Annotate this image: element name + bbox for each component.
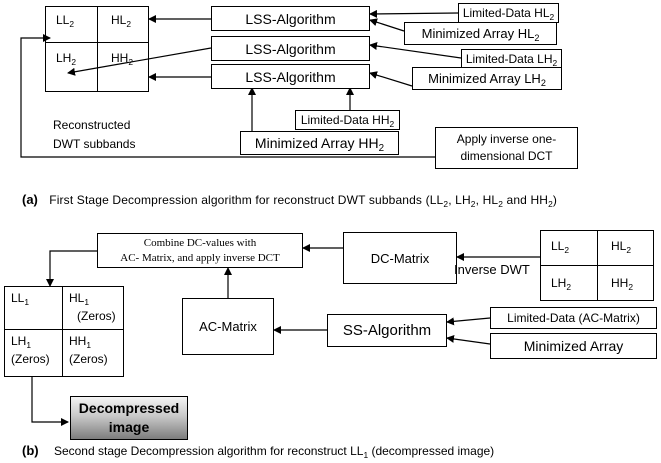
limited-data-hh2-box: Limited-Data HH2 [295,110,400,130]
arrow-minimized-to-ss [446,335,491,345]
arrow-ll1-to-decompressed [31,377,69,426]
cell1-lh1-zeros: (Zeros) [11,352,50,366]
subband-grid-level1: LL1 HL1 (Zeros) LH1 (Zeros) HH1 (Zeros) [4,286,124,377]
arrow-combine-to-ll1 [46,250,97,287]
cell1-hl1: HL1 [69,291,90,307]
limited-data-hl2-box: Limited-Data HL2 [458,3,559,23]
limited-data-ac-box: Limited-Data (AC-Matrix) [490,307,657,329]
arrow-inverse-dct-to-ll2 [20,34,435,158]
ss-algorithm-box: SS-Algorithm [327,314,447,347]
cell1-ll1: LL1 [11,291,30,307]
arrow-minimized-lh2-to-lss3 [369,71,413,87]
dc-matrix-box: DC-Matrix [343,232,457,284]
cell-hh2: HH2 [111,51,134,67]
ac-matrix-box: AC-Matrix [182,298,274,355]
cell-lh2: LH2 [56,51,77,67]
cell2-lh2: LH2 [551,276,572,292]
cell1-lh1: LH1 [11,334,32,350]
cell-hl2: HL2 [111,13,132,29]
reconstructed-label-line1: Reconstructed [53,118,131,132]
inverse-dct-box: Apply inverse one- dimensional DCT [435,127,578,169]
subband-grid-level2: LL2 HL2 LH2 HH2 [540,230,654,301]
arrow-limited-lh2-to-lss2 [369,42,462,59]
cell1-hh1: HH1 [69,334,92,350]
caption-a: (a) First Stage Decompression algorithm … [22,192,558,209]
arrow-limited-hl2-to-lss1 [369,9,459,18]
cell1-hh1-zeros: (Zeros) [69,352,108,366]
minimized-array-box: Minimized Array [490,333,657,359]
minimized-array-lh2-box: Minimized Array LH2 [412,67,562,90]
cell2-hl2: HL2 [611,239,632,255]
minimized-array-hl2-box: Minimized Array HL2 [404,22,557,45]
combine-dc-ac-box: Combine DC-values with AC- Matrix, and a… [97,233,303,268]
cell-ll2: LL2 [56,13,75,29]
cell2-hh2: HH2 [611,276,634,292]
arrow-lss2-to-lh2 [67,47,212,76]
limited-data-lh2-box: Limited-Data LH2 [461,49,562,69]
arrow-limited-ac-to-ss [446,317,491,326]
inverse-dwt-label: Inverse DWT [454,262,530,277]
decompressed-image-box: Decompressed image [70,396,188,440]
subband-grid-top: LL2 HL2 LH2 HH2 [45,6,149,92]
caption-b: (b) Second stage Decompression algorithm… [22,443,495,460]
lss-algorithm-box-2: LSS-Algorithm [211,36,370,61]
lss-algorithm-box-3: LSS-Algorithm [211,64,370,89]
lss-algorithm-box-1: LSS-Algorithm [211,6,370,31]
arrow-minimized-hl2-to-lss1 [369,18,405,32]
minimized-array-hh2-box: Minimized Array HH2 [240,131,399,155]
cell2-ll2: LL2 [551,239,570,255]
cell1-hl1-zeros: (Zeros) [77,309,116,323]
reconstructed-label-line2: DWT subbands [53,137,136,151]
